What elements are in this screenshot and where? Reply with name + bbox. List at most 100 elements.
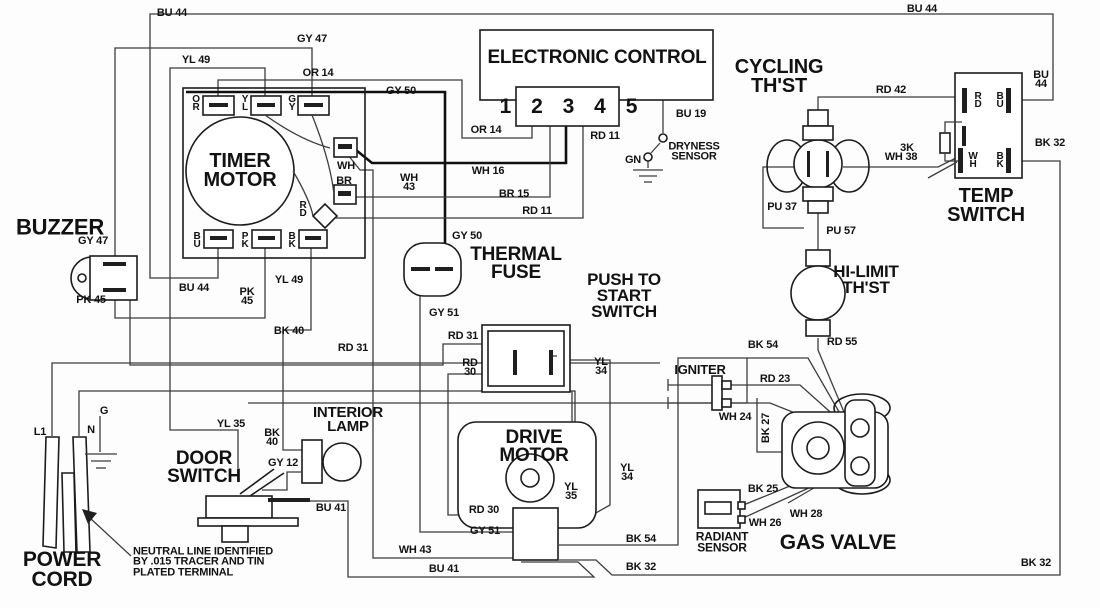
hi-limit-stem-bottom — [805, 319, 831, 337]
wire-rd11 — [336, 126, 584, 219]
timer-terminal-or: O R — [192, 93, 200, 113]
wire-label-wh24: WH 24 — [718, 410, 752, 423]
wire-yl49-yl35 — [169, 67, 266, 468]
wire-label-rd30-motor: RD 30 — [468, 503, 500, 516]
wire-bk54 — [559, 357, 847, 546]
interior-lamp — [262, 439, 362, 491]
dryness-sensor — [633, 133, 668, 183]
buzzer-hole — [77, 273, 87, 283]
igniter — [667, 375, 732, 411]
wire-label-bk54-valve: BK 54 — [747, 338, 779, 351]
wire-label-wh38: WH 38 — [884, 150, 918, 163]
wire-gy51 — [419, 272, 513, 533]
power-cord-blade-n — [72, 436, 91, 553]
radiant-sensor-terminal-top — [737, 501, 746, 510]
wire-bk27 — [756, 398, 783, 453]
timer-terminal-bu: B U — [193, 230, 201, 250]
label-power-cord: POWER CORD — [22, 548, 102, 591]
wire-label-gy12: GY 12 — [268, 456, 298, 469]
wire-pk45 — [114, 248, 266, 319]
radiant-sensor — [697, 489, 746, 529]
power-cord-blade-l1 — [42, 436, 60, 549]
push-start-outer — [481, 324, 571, 393]
dryness-sensor-contact-top — [658, 133, 668, 143]
wire-label-or14-top: OR 14 — [302, 66, 334, 79]
timer-terminal-pk: P K — [241, 230, 249, 250]
interior-lamp-bulb — [322, 442, 362, 482]
label-interior-lamp: INTERIOR LAMP — [312, 403, 384, 435]
wire-label-gy50-top: GY 50 — [386, 84, 416, 97]
timer — [182, 87, 366, 259]
wire-label-yl35-door: YL 35 — [216, 417, 246, 430]
drive-motor-rotor — [505, 453, 555, 503]
wire-gy47 — [114, 47, 313, 258]
wire-3k-top — [944, 121, 962, 133]
wire-label-yl35-motor: YL 35 — [564, 480, 578, 502]
label-thermal-fuse: THERMAL FUSE — [470, 243, 562, 283]
wire-label-bk32-bottom-right: BK 32 — [1020, 556, 1052, 569]
door-switch-lever2 — [249, 472, 285, 497]
wire-bk40 — [282, 248, 312, 451]
electronic-control — [479, 29, 714, 127]
buzzer — [70, 255, 138, 301]
wire-label-rd30-switch: RD 30 — [462, 356, 478, 378]
temp-terminal-bu: B U — [996, 90, 1004, 110]
wire-label-yl34-switch: YL 34 — [594, 355, 608, 377]
wire-label-bu44-top-right: BU 44 — [906, 2, 938, 15]
wire-3k-bottom — [944, 153, 958, 162]
ground-symbol-power — [85, 453, 117, 469]
wire-label-wh43-bottom: WH 43 — [398, 543, 432, 556]
label-temp-switch: TEMP SWITCH — [947, 185, 1025, 226]
wire-wh16-bold — [355, 126, 568, 165]
temp-switch — [927, 72, 1023, 179]
wire-label-bk25: BK 25 — [747, 482, 779, 495]
wire-label-gy51-fuse: GY 51 — [429, 306, 459, 319]
label-push-to-start-switch: PUSH TO START SWITCH — [587, 269, 661, 322]
wire-label-yl49-timer: YL 49 — [274, 273, 304, 286]
label-neutral-note: NEUTRAL LINE IDENTIFIED BY .015 TRACER A… — [133, 545, 274, 579]
label-cycling-thst: CYCLING TH'ST — [734, 56, 824, 97]
power-cord-blade-neutral — [61, 472, 77, 553]
ground-symbol-gn — [633, 169, 663, 183]
wire-label-bk40-lamp: BK 40 — [264, 426, 280, 448]
timer-terminal-wh: WH — [337, 159, 355, 172]
timer-cam-lines — [264, 114, 335, 217]
label-dryness-sensor: DRYNESS SENSOR — [668, 140, 720, 163]
radiant-sensor-window — [704, 501, 732, 515]
label-connector-pins: 1 2 3 4 5 — [499, 95, 645, 119]
wire-neutral — [78, 390, 576, 436]
wire-label-pk45-buzzer: PK 45 — [76, 293, 106, 306]
drive-motor — [457, 421, 597, 561]
igniter-terminal-top — [721, 380, 732, 390]
gas-valve-port — [806, 436, 830, 460]
wire-line1 — [51, 362, 660, 436]
wire-label-bk32-top-right: BK 32 — [1034, 136, 1066, 149]
label-hi-limit-thst: HI-LIMIT TH'ST — [833, 261, 899, 297]
wire-label-rd11-mid: RD 11 — [522, 204, 552, 217]
wire-label-pu57: PU 57 — [826, 224, 856, 237]
wire-label-wh26: WH 26 — [748, 516, 782, 529]
label-gas-valve: GAS VALVE — [779, 531, 897, 555]
wire-label-gy47-buzzer: GY 47 — [78, 234, 108, 247]
wire-label-bk32-bottom-mid: BK 32 — [625, 560, 657, 573]
label-door-switch: DOOR SWITCH — [167, 447, 241, 487]
push-to-start-switch — [481, 324, 571, 393]
timer-box — [182, 87, 366, 259]
thermal-fuse-body — [403, 242, 462, 297]
wire-gy12 — [262, 471, 302, 491]
power-cord — [42, 416, 132, 557]
temp-terminal-wh: W H — [968, 150, 978, 170]
wire-br15 — [356, 126, 551, 198]
wire-label-wh28: WH 28 — [789, 507, 823, 520]
wire-label-wh16: WH 16 — [471, 164, 505, 177]
timer-terminal-br: BR — [336, 174, 352, 187]
gas-valve — [781, 393, 891, 495]
timer-terminal-rd: R D — [299, 199, 307, 219]
interior-lamp-socket — [301, 439, 323, 484]
wire-label-rd11-pin: RD 11 — [590, 129, 620, 142]
wire-pu37 — [762, 166, 804, 229]
wire-label-bu41-bottom: BU 41 — [428, 562, 460, 575]
